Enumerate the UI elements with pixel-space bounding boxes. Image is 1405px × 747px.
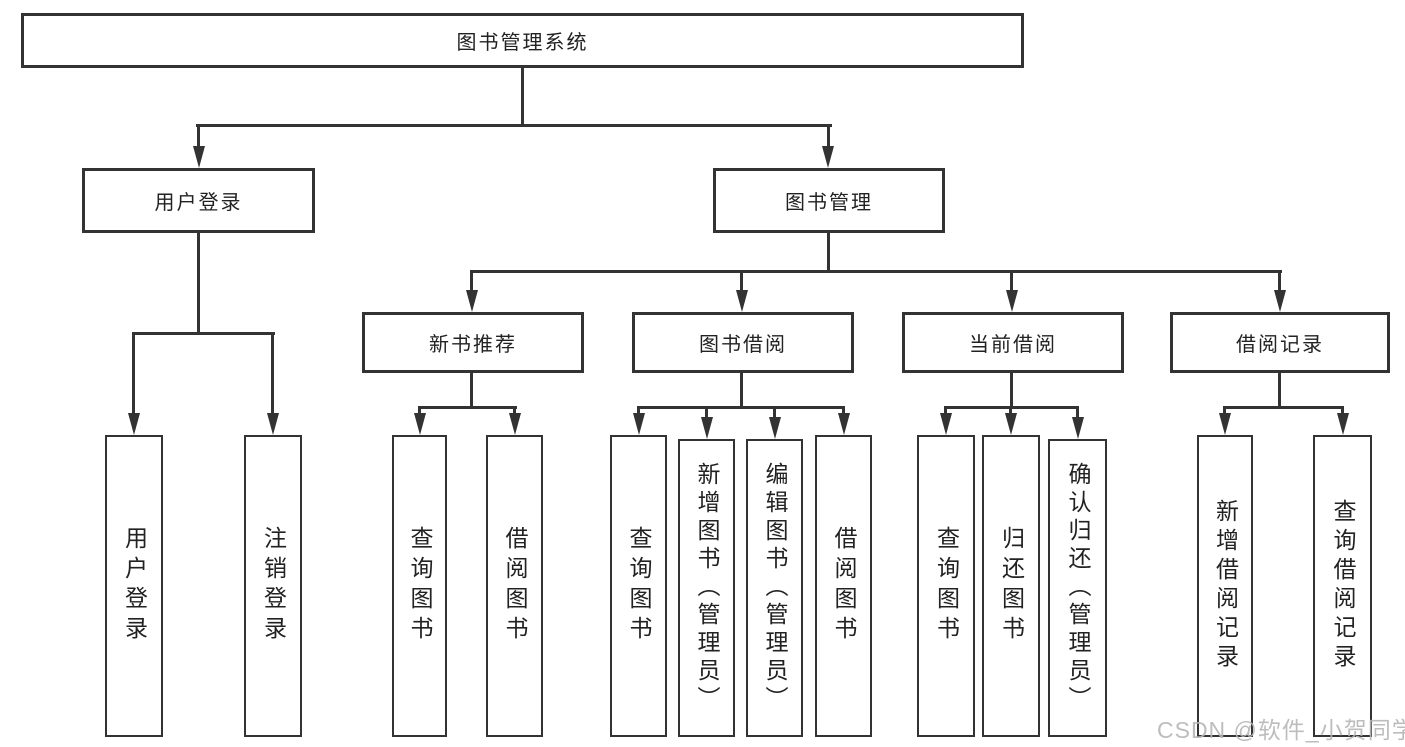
leaf-logout: 注销登录 bbox=[244, 435, 302, 737]
arrowhead-book-management bbox=[822, 146, 834, 168]
node-user-login-group: 用户登录 bbox=[82, 168, 315, 233]
edge-drop-new-book bbox=[470, 270, 473, 290]
arrowhead-leaf-logout bbox=[267, 413, 279, 435]
leaf-borrow-add-admin: 新增图书（管理员） bbox=[678, 439, 735, 737]
arrowhead-current-return bbox=[1005, 413, 1017, 435]
edge-drop-book-management bbox=[827, 124, 830, 146]
csdn-watermark: CSDN @软件_小贺同学 bbox=[1157, 717, 1405, 743]
arrowhead-borrow-add bbox=[701, 417, 713, 439]
leaf-records-add: 新增借阅记录 bbox=[1197, 435, 1253, 737]
edge-level3-rail bbox=[470, 270, 1282, 273]
leaf-borrow-edit-admin: 编辑图书（管理员） bbox=[746, 439, 803, 737]
edge-drop-book-borrow bbox=[740, 270, 743, 290]
leaf-borrow-borrow: 借阅图书 bbox=[815, 435, 872, 737]
edge-drop-records-add bbox=[1223, 406, 1226, 413]
edge-drop-leaf-user-login bbox=[132, 332, 135, 413]
edge-root-stem bbox=[521, 68, 524, 124]
edge-drop-current-borrow bbox=[1010, 270, 1013, 290]
leaf-borrow-query: 查询图书 bbox=[610, 435, 667, 737]
node-current-borrow: 当前借阅 bbox=[902, 312, 1124, 373]
edge-drop-current-confirm bbox=[1076, 406, 1079, 417]
edge-drop-borrow-edit bbox=[773, 406, 776, 417]
edge-drop-borrow-add bbox=[705, 406, 708, 417]
arrowhead-leaf-user-login bbox=[128, 413, 140, 435]
edge-borrow-stem bbox=[740, 373, 743, 406]
edge-user-login-rail bbox=[133, 332, 275, 335]
edge-drop-newbook-borrow bbox=[513, 406, 516, 413]
edge-newbook-rail bbox=[418, 406, 517, 409]
node-new-book-recommend: 新书推荐 bbox=[362, 312, 584, 373]
node-book-management: 图书管理 bbox=[713, 168, 945, 233]
leaf-records-query: 查询借阅记录 bbox=[1313, 435, 1372, 737]
edge-drop-current-query bbox=[944, 406, 947, 413]
leaf-current-return: 归还图书 bbox=[982, 435, 1040, 737]
edge-drop-current-return bbox=[1009, 406, 1012, 413]
edge-drop-records-query bbox=[1341, 406, 1344, 413]
edge-borrow-rail bbox=[637, 406, 845, 409]
arrowhead-records-query bbox=[1337, 413, 1349, 435]
edge-drop-leaf-logout bbox=[271, 332, 274, 413]
arrowhead-user-login-group bbox=[193, 146, 205, 168]
arrowhead-current-confirm bbox=[1072, 417, 1084, 439]
arrowhead-newbook-query bbox=[414, 413, 426, 435]
arrowhead-newbook-borrow bbox=[509, 413, 521, 435]
arrowhead-borrow-edit bbox=[769, 417, 781, 439]
leaf-user-login: 用户登录 bbox=[105, 435, 163, 737]
edge-drop-user-login-group bbox=[197, 124, 200, 146]
arrowhead-new-book bbox=[466, 290, 478, 312]
leaf-newbook-borrow: 借阅图书 bbox=[486, 435, 543, 737]
edge-newbook-stem bbox=[470, 373, 473, 406]
edge-drop-borrow-query bbox=[637, 406, 640, 413]
arrowhead-current-query bbox=[940, 413, 952, 435]
edge-current-stem bbox=[1010, 373, 1013, 406]
edge-book-mgmt-stem bbox=[827, 233, 830, 270]
edge-drop-borrow-records bbox=[1278, 270, 1281, 290]
edge-drop-newbook-query bbox=[418, 406, 421, 413]
edge-drop-borrow-borrow bbox=[842, 406, 845, 413]
arrowhead-book-borrow bbox=[736, 290, 748, 312]
node-book-borrow: 图书借阅 bbox=[632, 312, 854, 373]
edge-user-login-stem bbox=[197, 233, 200, 332]
leaf-newbook-query: 查询图书 bbox=[392, 435, 447, 737]
arrowhead-borrow-records bbox=[1274, 290, 1286, 312]
arrowhead-borrow-query bbox=[633, 413, 645, 435]
edge-records-rail bbox=[1223, 406, 1344, 409]
edge-level2-rail bbox=[196, 124, 832, 127]
node-borrow-records: 借阅记录 bbox=[1170, 312, 1390, 373]
arrowhead-current-borrow bbox=[1006, 290, 1018, 312]
leaf-current-query: 查询图书 bbox=[917, 435, 975, 737]
edge-records-stem bbox=[1278, 373, 1281, 406]
leaf-current-confirm-admin: 确认归还（管理员） bbox=[1048, 439, 1107, 737]
arrowhead-borrow-borrow bbox=[838, 413, 850, 435]
arrowhead-records-add bbox=[1219, 413, 1231, 435]
node-root-library-system: 图书管理系统 bbox=[21, 13, 1024, 68]
